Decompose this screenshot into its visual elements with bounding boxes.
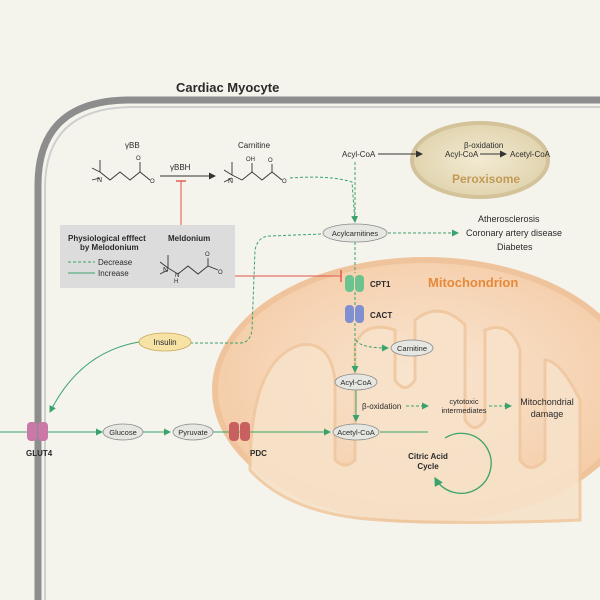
gbb-n: N xyxy=(97,177,102,184)
acetyl-coa-mito-label: Acetyl-CoA xyxy=(337,428,375,437)
legend-decrease: Decrease xyxy=(98,258,133,267)
cact-transporter: CACT xyxy=(345,305,392,323)
cell-title: Cardiac Myocyte xyxy=(176,80,279,95)
insulin-to-glut4-arrow xyxy=(49,341,140,413)
peroxisome-label: Peroxisome xyxy=(452,172,520,186)
gbb-o: O xyxy=(136,156,141,162)
carnitine-top-label: Carnitine xyxy=(238,141,271,150)
pyruvate-label: Pyruvate xyxy=(178,428,208,437)
acyl-coa-top: Acyl-CoA xyxy=(342,150,376,159)
carnitine-structure: Carnitine N OH O O xyxy=(223,141,287,185)
gbbh-label: γBBH xyxy=(170,163,191,172)
insulin-label: Insulin xyxy=(153,338,176,347)
cpt1-label: CPT1 xyxy=(370,280,391,289)
pdc-transporter: PDC xyxy=(229,422,267,458)
acetyl-coa-mito-node: Acetyl-CoA xyxy=(332,423,380,441)
peroxisome: Peroxisome Acyl-CoA Acetyl-CoA β-oxidati… xyxy=(410,121,551,199)
mitochondrion-label: Mitochondrion xyxy=(428,275,518,290)
glucose-node: Glucose xyxy=(102,423,144,441)
pdc-label: PDC xyxy=(250,449,267,458)
meldonium-o: O xyxy=(205,252,210,258)
legend-increase: Increase xyxy=(98,269,129,278)
mitochondrion-cristae xyxy=(248,309,582,524)
tca-label-2: Cycle xyxy=(417,462,439,471)
perox-beta-oxidation: β-oxidation xyxy=(464,141,503,150)
insulin-node: Insulin xyxy=(138,332,192,352)
cact-to-carnitine-arrow xyxy=(355,339,389,352)
acylcarnitines-label: Acylcarnitines xyxy=(332,229,379,238)
mito-beta-oxidation-label: β-oxidation xyxy=(362,402,401,411)
disease-1: Atherosclerosis xyxy=(478,214,540,224)
meldonium-n: N xyxy=(175,273,179,279)
tca-label-1: Citric Acid xyxy=(408,452,448,461)
carnitine-to-acylcarnitine-path xyxy=(289,176,359,223)
acyl-coa-mito-label: Acyl-CoA xyxy=(340,378,371,387)
perox-acyl-coa: Acyl-CoA xyxy=(445,150,479,159)
mito-damage-label-1: Mitochondrial xyxy=(520,397,574,407)
acylcarnitines-node: Acylcarnitines xyxy=(322,223,388,243)
gbb-o-minus: O xyxy=(150,179,155,185)
carnitine-mito-label: Carnitine xyxy=(397,344,427,353)
citric-acid-cycle: Citric Acid Cycle xyxy=(408,432,492,494)
cytotoxic-label-2: intermediates xyxy=(441,406,486,415)
cell-membrane xyxy=(34,96,600,600)
legend-title-1: Physiological efffect xyxy=(68,234,146,243)
disease-3: Diabetes xyxy=(497,242,533,252)
perox-acetyl-coa: Acetyl-CoA xyxy=(510,150,551,159)
cpt1-transporter: CPT1 xyxy=(345,275,391,292)
carnitine-o: O xyxy=(268,158,273,164)
pyruvate-node: Pyruvate xyxy=(172,423,214,441)
mito-damage-label-2: damage xyxy=(531,409,564,419)
carnitine-n: N xyxy=(228,178,233,185)
cact-label: CACT xyxy=(370,311,392,320)
glucose-label: Glucose xyxy=(109,428,137,437)
mitochondrion: Mitochondrion xyxy=(212,257,600,524)
gbb-structure: γBB N O O xyxy=(91,141,155,185)
meldonium-n-plus: N xyxy=(163,267,168,274)
meldonium-h: H xyxy=(174,279,178,285)
legend-box: Physiological efffect by Melodonium Decr… xyxy=(60,225,235,288)
glut4-label: GLUT4 xyxy=(26,449,53,458)
insulin-to-acylcarnitine-path xyxy=(190,233,323,344)
legend-title-2: by Melodonium xyxy=(80,243,139,252)
carnitine-oh: OH xyxy=(246,157,255,163)
cytotoxic-label-1: cytotoxic xyxy=(449,397,478,406)
carnitine-o-minus: O xyxy=(282,179,287,185)
gbb-label: γBB xyxy=(125,141,140,150)
acyl-coa-mito-node: Acyl-CoA xyxy=(334,373,378,391)
cell-membrane-inner xyxy=(44,106,600,600)
meldonium-o-minus: O xyxy=(218,270,223,276)
disease-2: Coronary artery disease xyxy=(466,228,562,238)
glut4-transporter: GLUT4 xyxy=(26,422,53,458)
meldonium-label: Meldonium xyxy=(168,234,210,243)
carnitine-mito-node: Carnitine xyxy=(390,339,434,357)
